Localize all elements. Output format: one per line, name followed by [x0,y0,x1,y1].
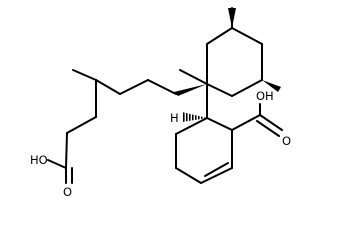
bond [175,167,202,184]
bond-skeleton [47,7,283,184]
wedge-bond [262,80,281,92]
bond [206,117,233,131]
oxygen-label-right: O [282,134,291,148]
bond [231,27,263,45]
methyl-bond [179,69,208,85]
bond [231,79,263,97]
wedge-bond [174,84,207,96]
double-bond-inner [204,162,229,177]
carbonyl-double-bond [256,120,280,137]
bond [66,116,97,134]
hashed-bond [182,112,207,122]
chemical-structure-diagram: HO O OH O H [30,7,291,199]
bond [147,79,177,95]
wedge-bond [228,8,236,28]
bond [231,114,261,131]
bond [175,117,208,135]
bond [119,79,149,95]
bond [206,83,233,97]
stereo-hydrogen-label: H [170,111,179,125]
bond [206,27,233,45]
oxygen-label-left: O [63,185,72,199]
bond-to-carbonyl [259,114,283,131]
methyl-bond [72,69,97,81]
bond [65,132,68,169]
structure-canvas: HO O OH O H [30,7,291,199]
bond-to-hydroxyl [47,159,67,169]
hydroxyl-label-left: HO [30,153,48,167]
bond [95,79,121,95]
hydroxyl-label-right: OH [256,89,274,103]
bond [200,167,233,184]
